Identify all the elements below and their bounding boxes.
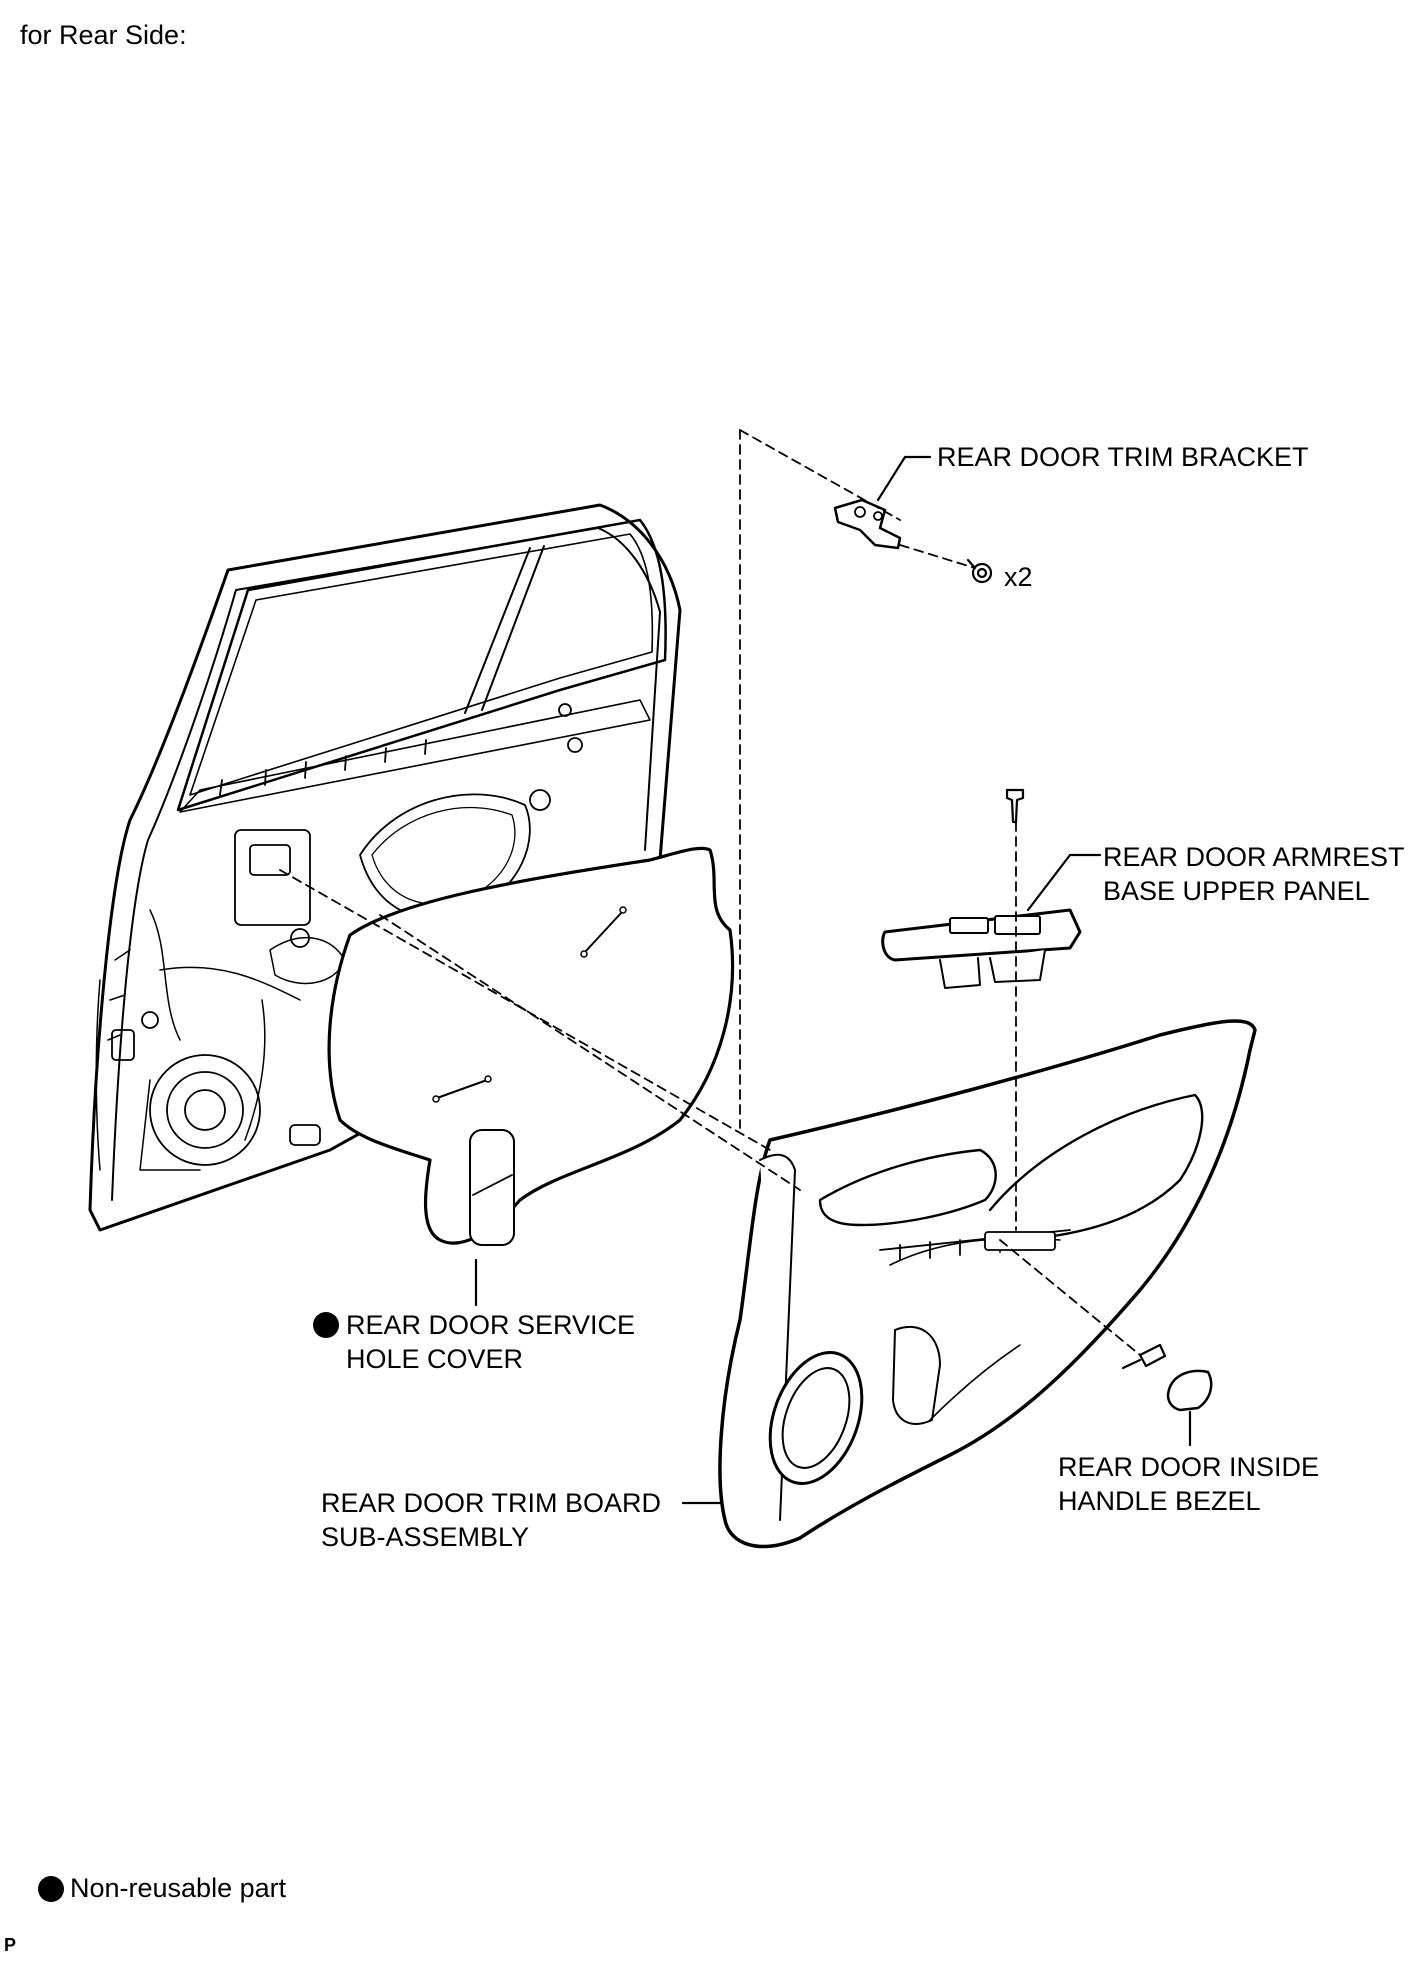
bracket-bolt	[966, 558, 993, 584]
callout-service-hole-cover-line2: HOLE COVER	[346, 1344, 524, 1374]
trim-bracket	[833, 498, 902, 550]
bezel-screw	[1121, 1343, 1167, 1370]
armrest-screw	[1005, 788, 1025, 824]
callout-inside-handle-bezel-line2: HANDLE BEZEL	[1058, 1486, 1261, 1516]
trim-board	[718, 1019, 1257, 1549]
non-reusable-marker-icon	[313, 1312, 339, 1338]
callout-armrest-panel: REAR DOOR ARMREST BASE UPPER PANEL	[1103, 840, 1405, 908]
door-frame	[88, 503, 682, 1232]
legend-non-reusable-icon	[38, 1876, 64, 1902]
callout-trim-board-line1: REAR DOOR TRIM BOARD	[321, 1488, 662, 1518]
armrest-base-upper-panel	[881, 908, 1082, 989]
legend-non-reusable-label: Non-reusable part	[70, 1873, 287, 1903]
callout-service-hole-cover: REAR DOOR SERVICE HOLE COVER	[346, 1308, 635, 1376]
page-title: for Rear Side:	[20, 20, 187, 50]
leader-lines	[474, 455, 1192, 1505]
door-inner-details	[95, 703, 583, 1171]
inside-handle-bezel	[1166, 1369, 1213, 1412]
callout-trim-bracket: REAR DOOR TRIM BRACKET	[937, 442, 1309, 472]
callout-armrest-panel-line1: REAR DOOR ARMREST	[1103, 842, 1405, 872]
callout-armrest-panel-line2: BASE UPPER PANEL	[1103, 876, 1370, 906]
callout-service-hole-cover-line1: REAR DOOR SERVICE	[346, 1310, 636, 1340]
callout-inside-handle-bezel-line1: REAR DOOR INSIDE	[1058, 1452, 1320, 1482]
footer-code: P	[4, 1935, 17, 1955]
installation-lines	[279, 429, 1141, 1356]
callout-trim-board: REAR DOOR TRIM BOARD SUB-ASSEMBLY	[321, 1486, 661, 1554]
callout-inside-handle-bezel: REAR DOOR INSIDE HANDLE BEZEL	[1058, 1450, 1319, 1518]
service-hole-cover	[327, 846, 735, 1246]
callout-trim-board-line2: SUB-ASSEMBLY	[321, 1522, 530, 1552]
door-window-opening	[176, 518, 667, 813]
callout-bolt-qty: x2	[1004, 562, 1033, 592]
